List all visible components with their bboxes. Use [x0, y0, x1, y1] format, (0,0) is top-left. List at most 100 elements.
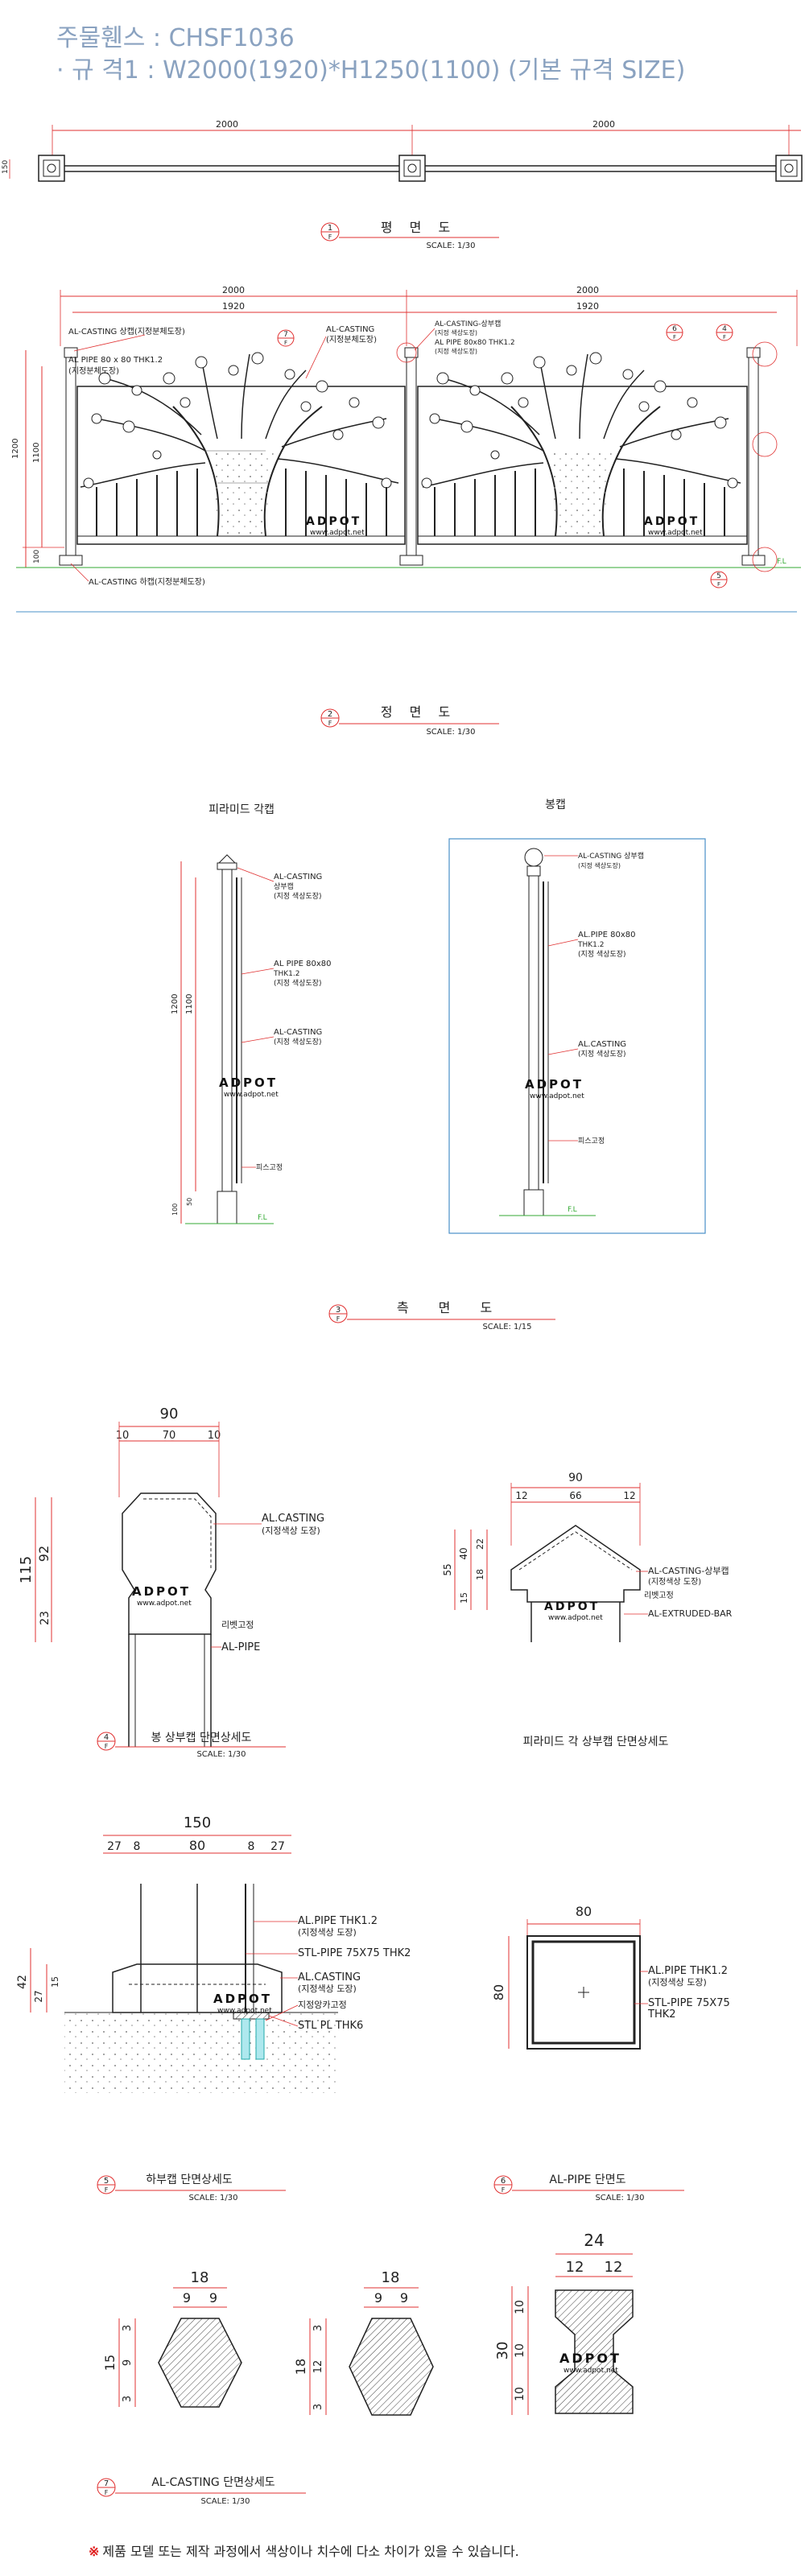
side-title-scale: SCALE: 1/15 — [482, 1323, 531, 1331]
svg-text:F.L: F.L — [258, 1214, 267, 1222]
svg-text:www.adpot.net: www.adpot.net — [224, 1091, 279, 1099]
svg-text:90: 90 — [568, 1472, 583, 1484]
detail4-watermark: ADPOT www.adpot.net — [132, 1584, 192, 1608]
plan-title-sub: F — [328, 233, 332, 241]
front-label-bottom: AL-CASTING 하캡(지정분체도장) — [89, 576, 205, 587]
svg-text:AL-CASTING-상부캡: AL-CASTING-상부캡 — [648, 1566, 729, 1576]
side-right-frame — [448, 838, 706, 1234]
callout-6: 6 F — [666, 324, 683, 341]
detail-7: 18 9 9 15 3 9 3 18 9 9 18 3 12 3 — [97, 2231, 634, 2506]
svg-text:리벳고정: 리벳고정 — [644, 1591, 674, 1600]
svg-text:42: 42 — [16, 1975, 29, 1989]
svg-text:F: F — [673, 334, 676, 341]
svg-text:150: 150 — [184, 1814, 211, 1831]
svg-text:12: 12 — [312, 2360, 324, 2374]
svg-text:STL PL THK6: STL PL THK6 — [298, 2020, 363, 2032]
plan-post-mid — [398, 155, 426, 182]
front-dim-inner-1: 1920 — [222, 301, 245, 312]
spec-line: · 규 격1 : W2000(1920)*H1250(1100) (기본 규격 … — [56, 56, 686, 85]
svg-text:30: 30 — [494, 2342, 511, 2360]
callout-5: 5 F — [710, 571, 728, 588]
svg-text:10: 10 — [514, 2343, 526, 2358]
anchor-bolt — [241, 2018, 265, 2060]
product-title: 주물휀스 : CHSF1036 — [56, 24, 295, 52]
note-text: 제품 모델 또는 제작 과정에서 색상이나 치수에 다소 차이가 있을 수 있습… — [102, 2544, 519, 2559]
svg-text:THK1.2: THK1.2 — [273, 970, 299, 978]
svg-text:7: 7 — [283, 331, 288, 339]
svg-text:40: 40 — [458, 1547, 469, 1559]
plan-view: 2000 2000 150 1 F 평 면 도 — [2, 119, 803, 250]
svg-text:AL PIPE 80x80: AL PIPE 80x80 — [274, 960, 331, 968]
detail7-b: 18 9 9 18 3 12 3 — [293, 2269, 434, 2416]
front-vdim-1100: 1100 — [32, 443, 41, 463]
svg-text:F: F — [284, 340, 287, 346]
svg-text:AL-CASTING: AL-CASTING — [274, 1028, 322, 1037]
plan-title-label: 평 면 도 — [381, 220, 456, 235]
detail5-watermark: ADPOT www.adpot.net — [213, 1992, 272, 2015]
svg-text:(지정 색상도장): (지정 색상도장) — [274, 892, 322, 901]
front-post-right — [741, 347, 766, 566]
plan-dim-1: 2000 — [216, 119, 238, 130]
svg-text:STL-PIPE 75X75: STL-PIPE 75X75 — [648, 1997, 730, 2009]
svg-text:5: 5 — [104, 2177, 109, 2186]
svg-text:www.adpot.net: www.adpot.net — [564, 2367, 618, 2375]
svg-text:ADPOT: ADPOT — [559, 2351, 621, 2366]
svg-text:AL.PIPE THK1.2: AL.PIPE THK1.2 — [298, 1915, 378, 1927]
svg-text:(지정 색상도장): (지정 색상도장) — [274, 1038, 322, 1046]
svg-text:F: F — [328, 720, 332, 727]
svg-text:10: 10 — [208, 1430, 221, 1442]
svg-text:12: 12 — [605, 2259, 623, 2276]
plan-side-dim: 150 — [2, 160, 10, 174]
header: 주물휀스 : CHSF1036 · 규 격1 : W2000(1920)*H12… — [56, 23, 685, 87]
svg-text:24: 24 — [584, 2231, 604, 2250]
svg-text:www.adpot.net: www.adpot.net — [530, 1092, 584, 1100]
svg-text:지정앙카고정: 지정앙카고정 — [298, 2000, 347, 2010]
side-left-watermark: ADPOT www.adpot.net — [219, 1075, 279, 1099]
svg-text:4: 4 — [722, 325, 727, 333]
svg-text:6: 6 — [501, 2177, 506, 2186]
svg-text:www.adpot.net: www.adpot.net — [310, 529, 365, 537]
svg-text:F: F — [336, 1315, 341, 1323]
svg-text:9: 9 — [374, 2290, 382, 2306]
svg-text:6: 6 — [672, 325, 677, 333]
front-label-casting: AL-CASTING — [326, 325, 374, 334]
svg-text:F: F — [105, 1743, 109, 1750]
svg-text:SCALE: 1/30: SCALE: 1/30 — [196, 1750, 246, 1759]
svg-text:www.adpot.net: www.adpot.net — [548, 1614, 603, 1622]
side-right-title: 봉캡 — [545, 799, 566, 811]
side-left-title: 피라미드 각캡 — [208, 803, 275, 816]
svg-text:상부캡: 상부캡 — [274, 881, 294, 891]
svg-text:3: 3 — [312, 2325, 324, 2331]
detail-6: 80 80 AL.PIPE THK1.2 (지정색상 도장) STL-PIPE … — [491, 1904, 730, 2202]
svg-text:92: 92 — [36, 1546, 52, 1562]
front-label-fl: F.L — [777, 558, 786, 566]
front-watermark-2: ADPOT www.adpot.net — [644, 515, 703, 537]
svg-text:THK2: THK2 — [647, 2008, 676, 2021]
front-panel-1 — [76, 352, 406, 545]
side-view: 피라미드 각캡 봉캡 F.L 1200 1100 50 100 AL-CASTI… — [171, 799, 706, 1331]
svg-text:AL-CASTING 상부캡: AL-CASTING 상부캡 — [578, 851, 644, 861]
plan-post-right — [775, 155, 803, 182]
svg-text:(지정색상 도장): (지정색상 도장) — [648, 1577, 701, 1587]
note-mark: ※ — [89, 2544, 100, 2559]
svg-text:AL-CASTING: AL-CASTING — [274, 873, 322, 881]
svg-text:18: 18 — [191, 2269, 209, 2286]
svg-text:1200: 1200 — [171, 994, 180, 1014]
svg-text:9: 9 — [209, 2290, 217, 2306]
svg-text:(지정 색상도장): (지정 색상도장) — [274, 979, 322, 988]
svg-text:F: F — [723, 334, 726, 341]
svg-text:봉 상부캡 단면상세도: 봉 상부캡 단면상세도 — [151, 1732, 252, 1744]
svg-text:3: 3 — [122, 2325, 134, 2331]
front-label-rcap-paint: (지정 색상도장) — [435, 328, 477, 336]
svg-text:18: 18 — [475, 1569, 485, 1580]
front-dim-inner-2: 1920 — [576, 301, 599, 312]
svg-text:리벳고정: 리벳고정 — [221, 1620, 254, 1630]
plan-post-left — [38, 155, 65, 182]
svg-text:1100: 1100 — [185, 994, 194, 1014]
svg-text:10: 10 — [116, 1430, 130, 1442]
svg-text:8: 8 — [134, 1840, 141, 1853]
front-dim-2: 2000 — [576, 285, 599, 295]
svg-text:80: 80 — [491, 1984, 506, 2000]
svg-text:SCALE: 1/30: SCALE: 1/30 — [188, 2194, 237, 2202]
front-watermark-1: ADPOT www.adpot.net — [306, 515, 365, 537]
